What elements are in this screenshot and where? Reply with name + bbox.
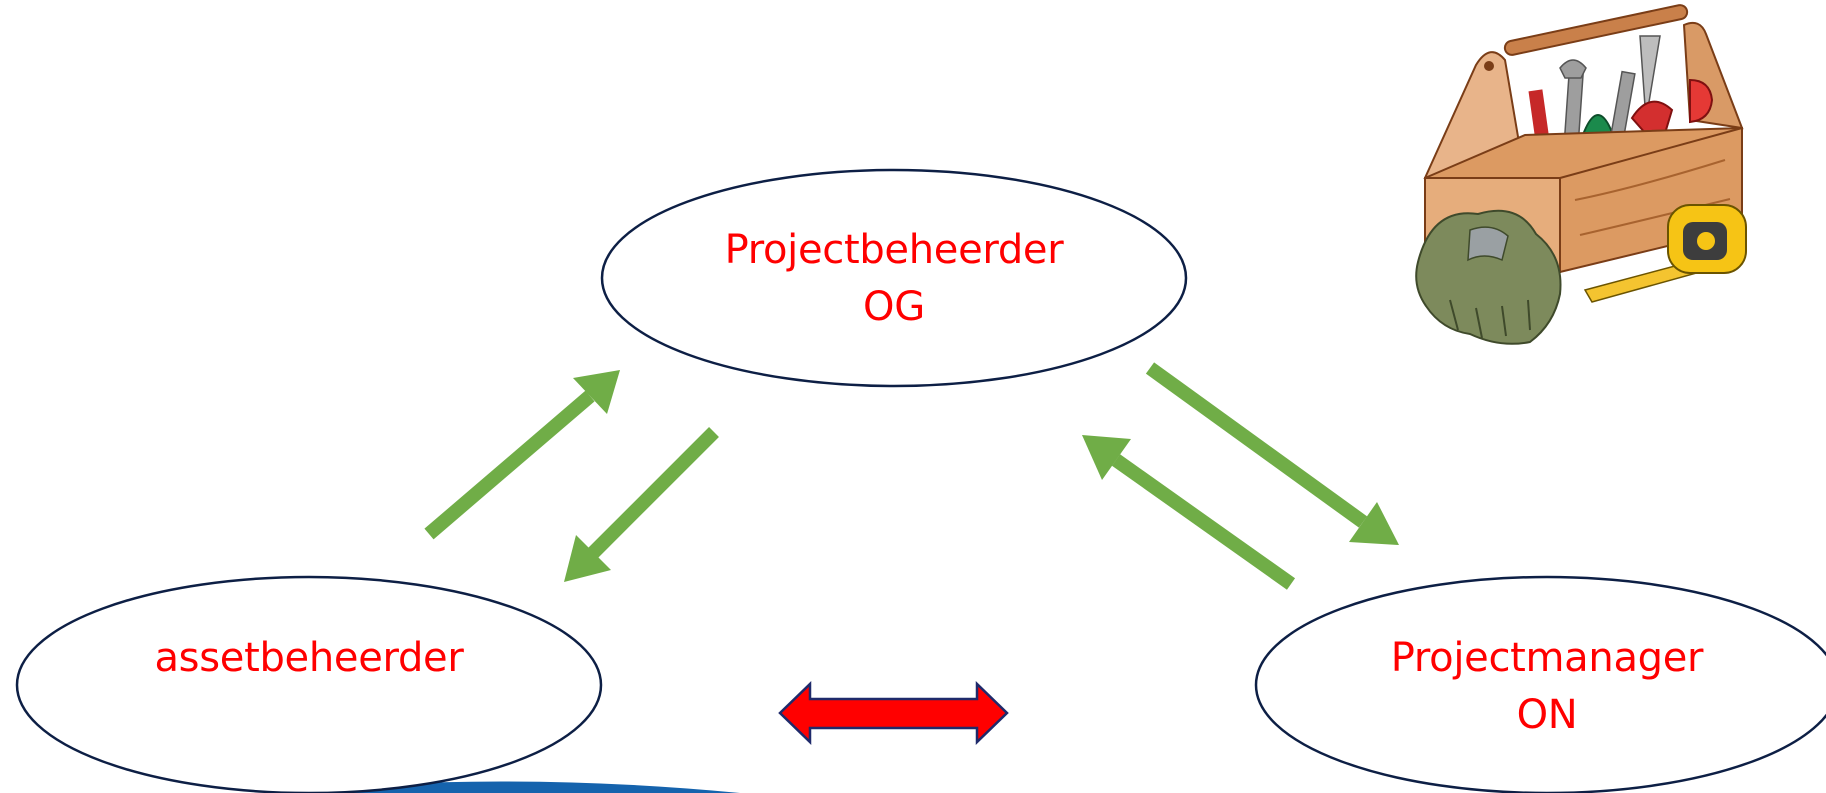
assetbeheerder-label: assetbeheerder <box>154 635 464 681</box>
ellipse-projectbeheerder <box>600 168 1188 388</box>
node-label-projectmanager: Projectmanager ON <box>1347 630 1747 744</box>
on-label: ON <box>1516 692 1578 738</box>
node-label-assetbeheerder: assetbeheerder <box>109 630 509 687</box>
ellipse-projectmanager <box>1254 575 1826 793</box>
projectmanager-label: Projectmanager <box>1390 635 1704 681</box>
og-label: OG <box>863 284 925 330</box>
arrow-beheerder-to-asset <box>564 427 719 582</box>
toolbox-icon <box>1415 4 1747 345</box>
double-arrow <box>778 681 1009 745</box>
ellipse-assetbeheerder <box>15 575 603 793</box>
arrow-manager-to-beheerder <box>1082 435 1296 590</box>
arrow-asset-to-beheerder <box>424 370 620 540</box>
arrow-beheerder-to-manager <box>1145 362 1399 545</box>
node-label-projectbeheerder: Projectbeheerder OG <box>694 222 1094 336</box>
projectbeheerder-label: Projectbeheerder <box>724 227 1064 273</box>
